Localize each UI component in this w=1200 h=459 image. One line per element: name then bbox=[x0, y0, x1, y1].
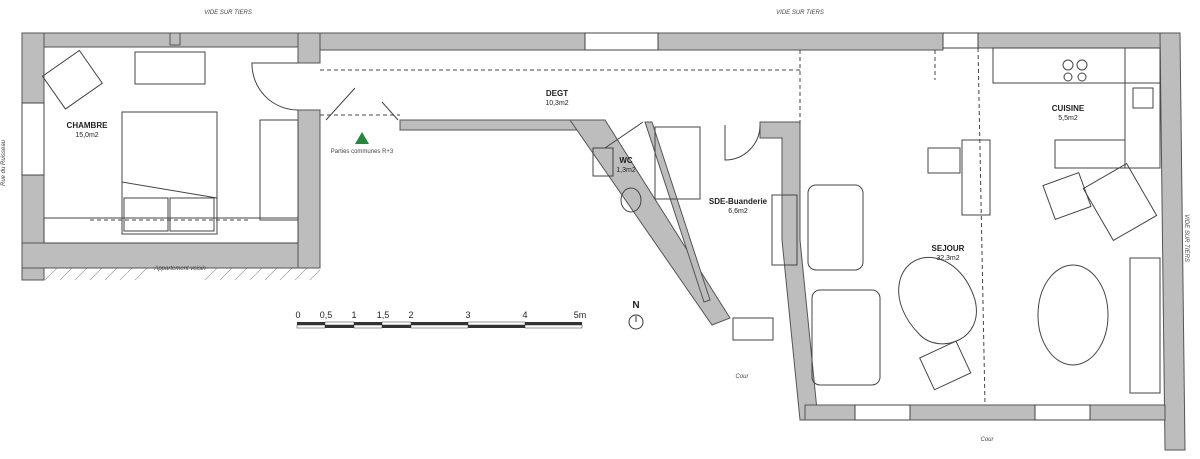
walls bbox=[21, 32, 1186, 451]
scale-bar bbox=[296, 321, 583, 329]
sink bbox=[1132, 87, 1154, 109]
coffee-table bbox=[898, 256, 977, 345]
street-label: Rue du Ruisseau bbox=[1, 139, 7, 187]
scale-tick: 0,5 bbox=[319, 310, 333, 320]
armchair bbox=[41, 49, 104, 110]
scale-tick: 1 bbox=[351, 310, 357, 320]
doors bbox=[251, 62, 761, 161]
sejour-desk bbox=[927, 147, 961, 174]
north-label: N bbox=[632, 300, 640, 311]
armchair bbox=[919, 340, 972, 391]
entrance-marker-icon bbox=[355, 132, 369, 144]
scale-tick: 1,5 bbox=[376, 310, 390, 320]
vide-sur-tiers-label: VIDE SUR TIERS bbox=[1183, 214, 1189, 262]
shower bbox=[654, 126, 701, 200]
scale-tick: 3 bbox=[465, 310, 471, 320]
wc-sink bbox=[592, 147, 614, 177]
north-arrow-icon bbox=[628, 314, 644, 330]
sofa bbox=[811, 289, 881, 386]
common-areas-label: Parties communes R+3 bbox=[330, 149, 394, 155]
vide-sur-tiers-label: VIDE SUR TIERS bbox=[776, 10, 824, 16]
scale-tick: 4 bbox=[522, 310, 528, 320]
sofa bbox=[807, 184, 864, 271]
dining-table bbox=[1037, 264, 1109, 366]
armchair bbox=[1042, 171, 1092, 221]
washer bbox=[771, 194, 798, 266]
kitchen-counter bbox=[992, 47, 1161, 84]
sideboard bbox=[1129, 257, 1161, 394]
scale-tick: 5m bbox=[573, 310, 587, 320]
neighbor-label: Appartement voisin bbox=[154, 266, 206, 272]
scale-tick: 0 bbox=[295, 310, 301, 320]
neighbor-hatch bbox=[44, 267, 321, 281]
cour-label: Cour bbox=[735, 374, 749, 380]
boundary-lines bbox=[320, 47, 986, 406]
windows bbox=[21, 32, 1091, 421]
kitchen-counter bbox=[1124, 47, 1161, 169]
kitchen-counter bbox=[1054, 139, 1126, 169]
toilet bbox=[620, 187, 642, 213]
vide-sur-tiers-label: VIDE SUR TIERS bbox=[204, 10, 252, 16]
cabinet bbox=[961, 139, 991, 216]
cour-label: Cour bbox=[980, 437, 994, 443]
scale-tick: 2 bbox=[408, 310, 414, 320]
furniture bbox=[41, 47, 1161, 394]
desk bbox=[134, 51, 206, 85]
sofa bbox=[1082, 162, 1158, 242]
bed bbox=[121, 111, 218, 235]
